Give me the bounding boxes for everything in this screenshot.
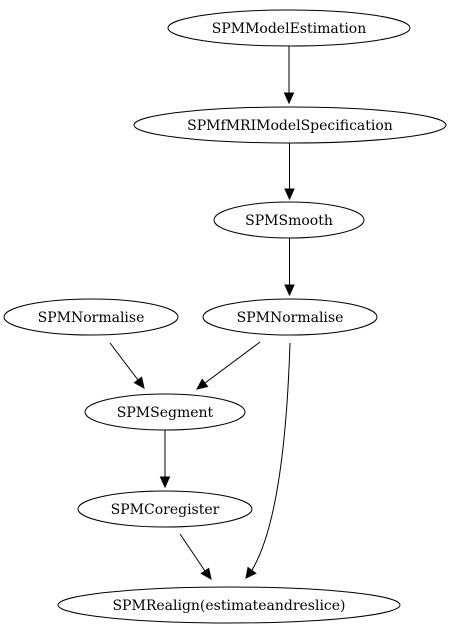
node-fmri-spec: SPMfMRIModelSpecification xyxy=(133,106,447,144)
edge-coregister-to-realign xyxy=(179,533,212,580)
node-normalise-right: SPMNormalise xyxy=(202,298,378,336)
edge-normalise-right-to-realign xyxy=(245,342,291,579)
node-label: SPMRealign(estimateandreslice) xyxy=(112,598,345,614)
node-normalise-left: SPMNormalise xyxy=(3,298,179,336)
edge-fmri-spec-to-smooth xyxy=(284,143,295,201)
edge-model-estimation-to-fmri-spec xyxy=(283,46,295,105)
node-label: SPMSmooth xyxy=(245,213,333,229)
arrowhead-icon xyxy=(284,188,295,201)
node-shape xyxy=(57,586,401,624)
edge-smooth-to-normalise-right xyxy=(284,238,295,297)
arrowhead-icon xyxy=(200,567,212,580)
graph-nodes: SPMModelEstimationSPMfMRIModelSpecificat… xyxy=(3,9,447,624)
node-label: SPMSegment xyxy=(117,405,214,421)
edge-line xyxy=(251,342,291,571)
node-realign: SPMRealign(estimateandreslice) xyxy=(57,586,401,624)
arrowhead-icon xyxy=(196,378,209,390)
node-model-estimation: SPMModelEstimation xyxy=(167,9,411,47)
edge-segment-to-coregister xyxy=(159,430,171,489)
edge-line xyxy=(109,342,139,381)
node-label: SPMNormalise xyxy=(38,310,145,326)
arrowhead-icon xyxy=(245,566,257,579)
node-smooth: SPMSmooth xyxy=(213,201,365,239)
node-label: SPMModelEstimation xyxy=(212,21,367,37)
edge-line xyxy=(204,341,261,384)
edge-line xyxy=(179,533,206,572)
node-shape xyxy=(213,201,365,239)
node-coregister: SPMCoregister xyxy=(77,490,253,528)
node-segment: SPMSegment xyxy=(84,393,246,431)
graph-edges xyxy=(109,46,295,580)
arrowhead-icon xyxy=(283,92,295,105)
node-shape xyxy=(3,298,179,336)
node-shape xyxy=(167,9,411,47)
arrowhead-icon xyxy=(159,476,171,489)
node-label: SPMfMRIModelSpecification xyxy=(187,118,393,134)
node-shape xyxy=(77,490,253,528)
node-label: SPMNormalise xyxy=(237,310,344,326)
node-shape xyxy=(84,393,246,431)
arrowhead-icon xyxy=(284,284,295,297)
node-label: SPMCoregister xyxy=(111,502,220,518)
edge-normalise-left-to-segment xyxy=(109,342,145,389)
edge-normalise-right-to-segment xyxy=(196,341,261,390)
node-shape xyxy=(202,298,378,336)
arrowhead-icon xyxy=(133,376,145,389)
node-shape xyxy=(133,106,447,144)
